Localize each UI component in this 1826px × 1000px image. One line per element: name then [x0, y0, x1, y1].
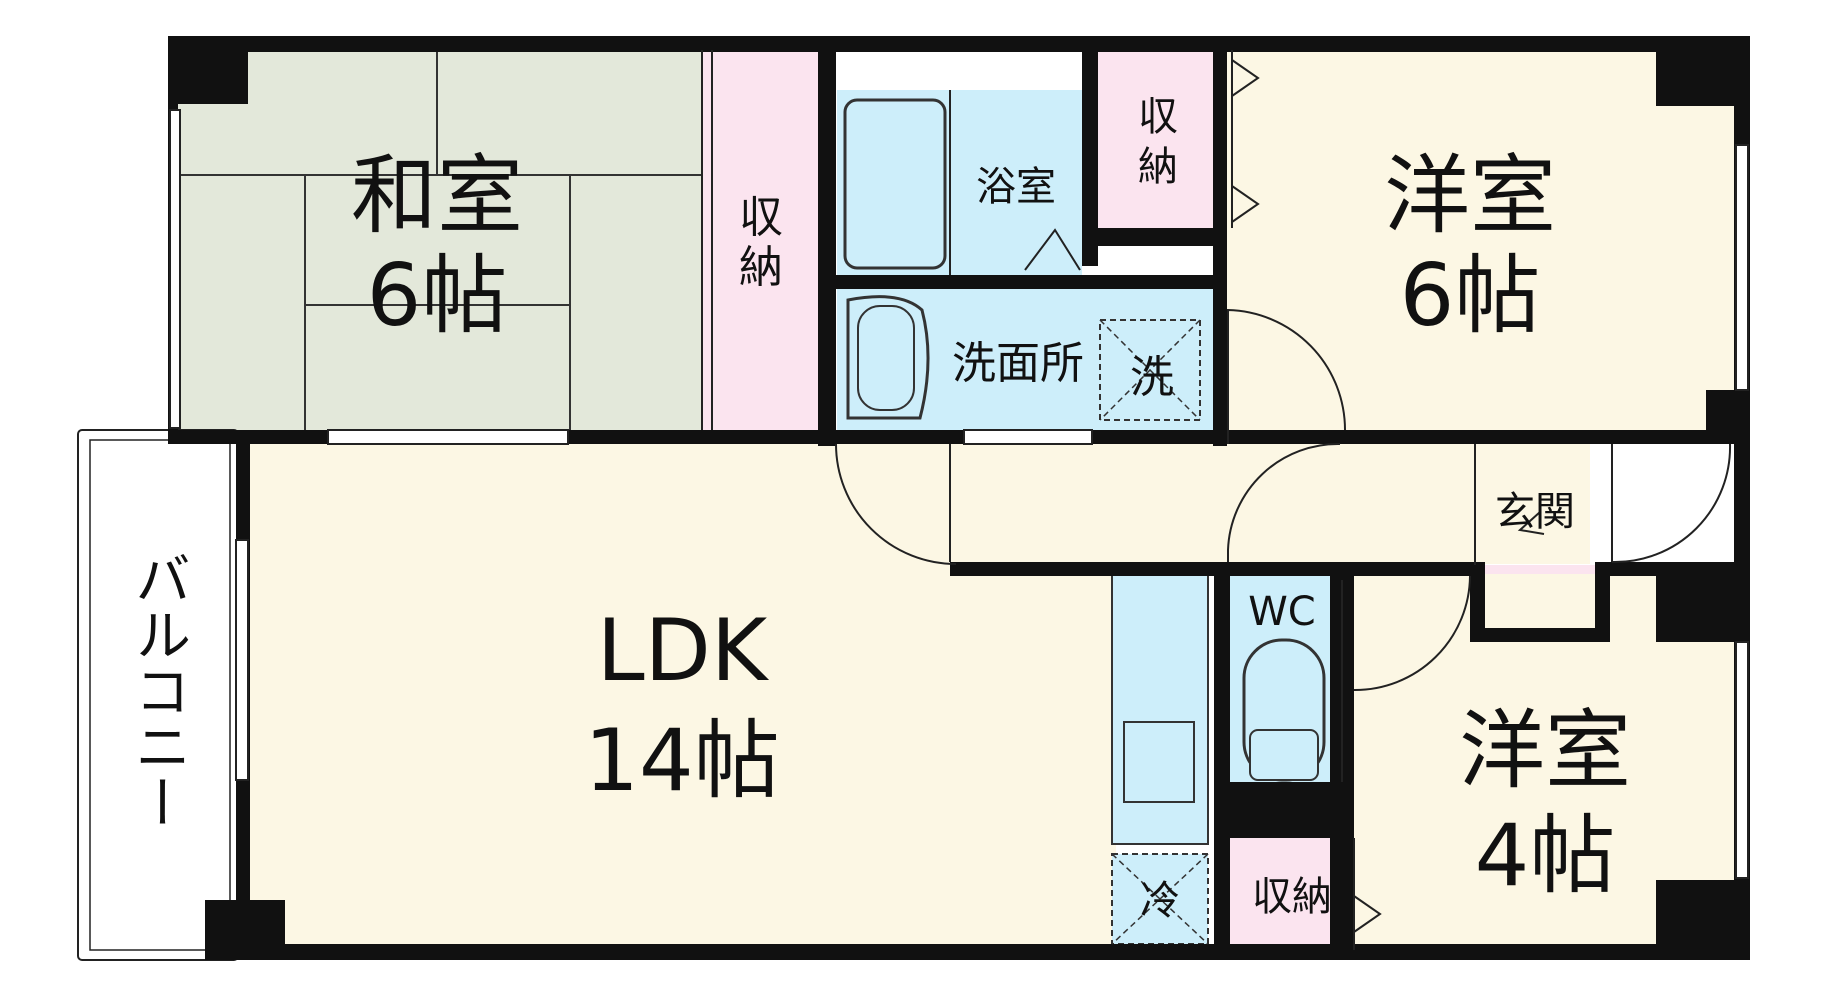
- bath-label: 浴室: [976, 164, 1056, 210]
- ldk-size: 14帖: [584, 711, 779, 811]
- youshitsu2-name: 洋室: [1459, 701, 1631, 801]
- wc-label: WC: [1248, 589, 1315, 635]
- balcony-inner: [89, 439, 231, 951]
- hall-floor: [950, 444, 1590, 564]
- youshitsu1-floor: [1222, 50, 1750, 430]
- youshitsu1-size: 6帖: [1400, 246, 1541, 346]
- youshitsu1-name: 洋室: [1384, 146, 1556, 246]
- entrance-label: 玄関: [1495, 489, 1575, 535]
- storage-top-label-2: 納: [1138, 144, 1178, 190]
- storage-top-label-1: 収: [1138, 94, 1178, 140]
- kitchen-counter: [1111, 573, 1209, 845]
- storage-top-floor: [1096, 50, 1220, 228]
- partitions: [701, 50, 1545, 950]
- storage-bottom-label: 収納: [1252, 874, 1332, 920]
- washroom-label: 洗面所: [952, 338, 1084, 389]
- storage-washitsu-label-2: 納: [739, 242, 783, 293]
- door-swings: [835, 308, 1732, 692]
- storage-washitsu-label-1: 収: [739, 192, 783, 243]
- washer-label: 洗: [1130, 352, 1174, 403]
- walls: [168, 36, 1750, 960]
- tatami-lines: [172, 50, 702, 430]
- fridge-label: 冷: [1140, 878, 1180, 924]
- windows: [169, 109, 1749, 879]
- washitsu-name: 和室: [351, 146, 523, 246]
- ldk-name: LDK: [597, 601, 770, 701]
- washitsu-size: 6帖: [367, 246, 508, 346]
- balcony-label: バルコニー: [126, 550, 191, 830]
- youshitsu2-size: 4帖: [1475, 806, 1616, 906]
- storage-washitsu-floor: [702, 50, 820, 430]
